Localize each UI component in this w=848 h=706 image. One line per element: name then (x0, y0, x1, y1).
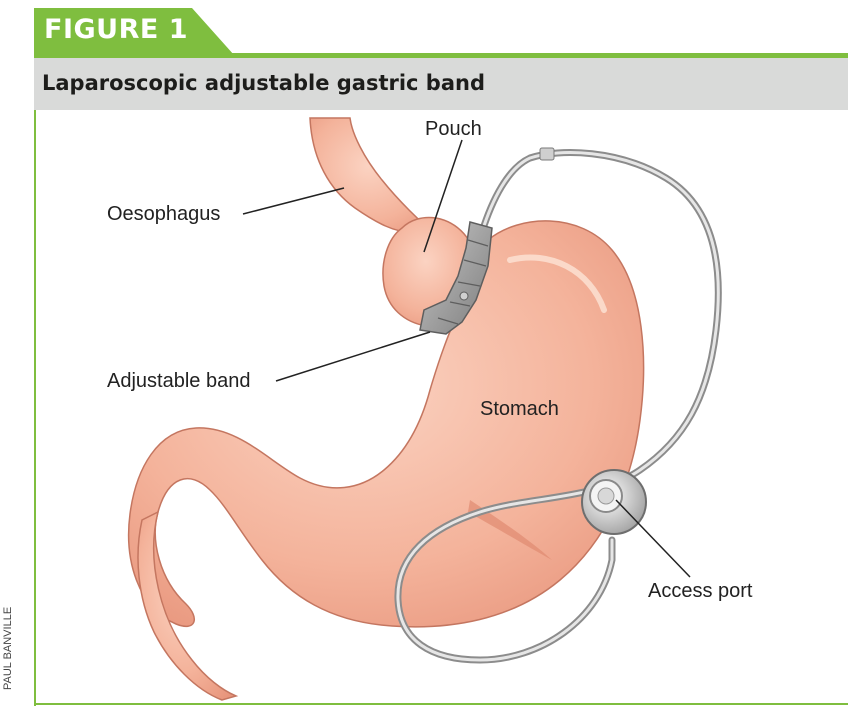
label-oesophagus: Oesophagus (107, 203, 220, 226)
leader-adjustable-band (276, 332, 430, 381)
tubing-connector (540, 148, 554, 160)
label-pouch: Pouch (425, 118, 482, 141)
label-access-port: Access port (648, 580, 752, 603)
leader-oesophagus (243, 188, 344, 214)
label-adjustable-band: Adjustable band (107, 370, 250, 393)
illustrator-credit: PAUL BANVILLE (2, 607, 14, 690)
leader-access-port (616, 500, 690, 577)
access-port-septum (598, 488, 614, 504)
band-buckle (460, 292, 468, 300)
label-stomach: Stomach (480, 398, 559, 421)
